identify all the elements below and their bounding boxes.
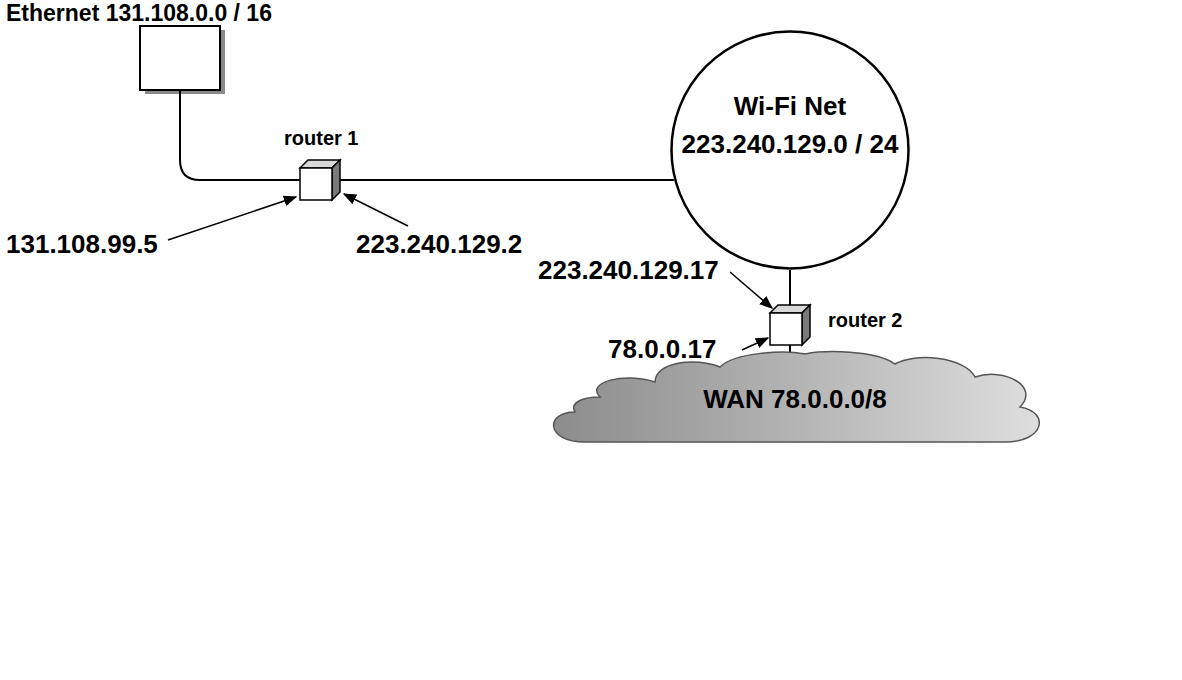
network-link	[340, 179, 674, 181]
wan-cloud: WAN 78.0.0.0/8	[545, 352, 1045, 447]
address-label: 223.240.129.17	[538, 256, 719, 286]
network-label: Ethernet 131.108.0.0 / 16	[6, 0, 272, 26]
leader-arrow	[168, 197, 296, 240]
router-node: router 2	[770, 305, 810, 345]
ethernet-wire	[180, 90, 300, 180]
cloud-outline	[554, 352, 1040, 442]
router-side	[802, 305, 810, 345]
host-box	[140, 26, 220, 90]
network-name: WAN 78.0.0.0/8	[703, 385, 887, 415]
router-name: router 2	[828, 309, 902, 332]
router-name: router 1	[284, 127, 358, 150]
leader-arrow	[344, 194, 408, 226]
wifi-network-circle: Wi-Fi Net 223.240.129.0 / 24	[670, 30, 910, 270]
leader-arrow	[742, 338, 768, 350]
router-node: router 1	[300, 160, 340, 200]
router-front	[770, 313, 802, 345]
network-link	[789, 270, 791, 305]
network-text: Wi-Fi Net	[734, 92, 846, 122]
network-text: 223.240.129.0 / 24	[682, 130, 899, 160]
address-label: 131.108.99.5	[6, 230, 158, 260]
network-link	[789, 345, 791, 352]
address-label: 223.240.129.2	[356, 230, 522, 260]
router-outline	[300, 160, 340, 200]
address-label: 78.0.0.17	[608, 335, 716, 365]
network-circle	[672, 32, 909, 269]
router-front	[300, 168, 332, 200]
router-outline	[770, 305, 810, 345]
leader-arrow	[730, 272, 772, 308]
router-side	[332, 160, 340, 200]
